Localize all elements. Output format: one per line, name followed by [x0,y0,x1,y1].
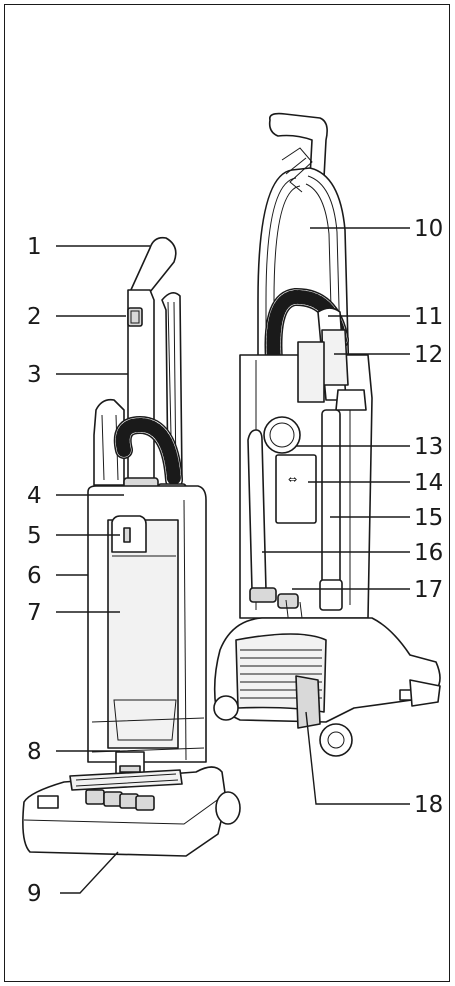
label-1: 1 [27,234,42,260]
label-5: 5 [27,523,42,549]
label-9: 9 [27,881,42,907]
label-7: 7 [27,600,42,626]
label-4: 4 [27,483,42,509]
label-2: 2 [27,304,42,330]
part-labels: 1 2 3 4 5 6 7 8 9 10 11 12 13 14 15 16 1… [27,216,443,907]
rear-view-vacuum: ⇔ [213,112,441,757]
label-3: 3 [27,362,42,388]
front-view-vacuum [22,236,241,857]
leader-lines [56,227,410,894]
label-8: 8 [27,739,42,765]
label-17: 17 [414,577,443,603]
front-handle-grip [129,236,177,293]
label-6: 6 [27,563,42,589]
figure-frame [4,4,450,982]
label-13: 13 [414,434,443,460]
label-11: 11 [414,304,443,330]
label-12: 12 [414,342,443,368]
label-15: 15 [414,505,443,531]
label-16: 16 [414,540,443,566]
label-18: 18 [414,792,443,818]
label-10: 10 [414,216,443,242]
label-14: 14 [414,470,443,496]
svg-text:⇔: ⇔ [288,473,297,486]
